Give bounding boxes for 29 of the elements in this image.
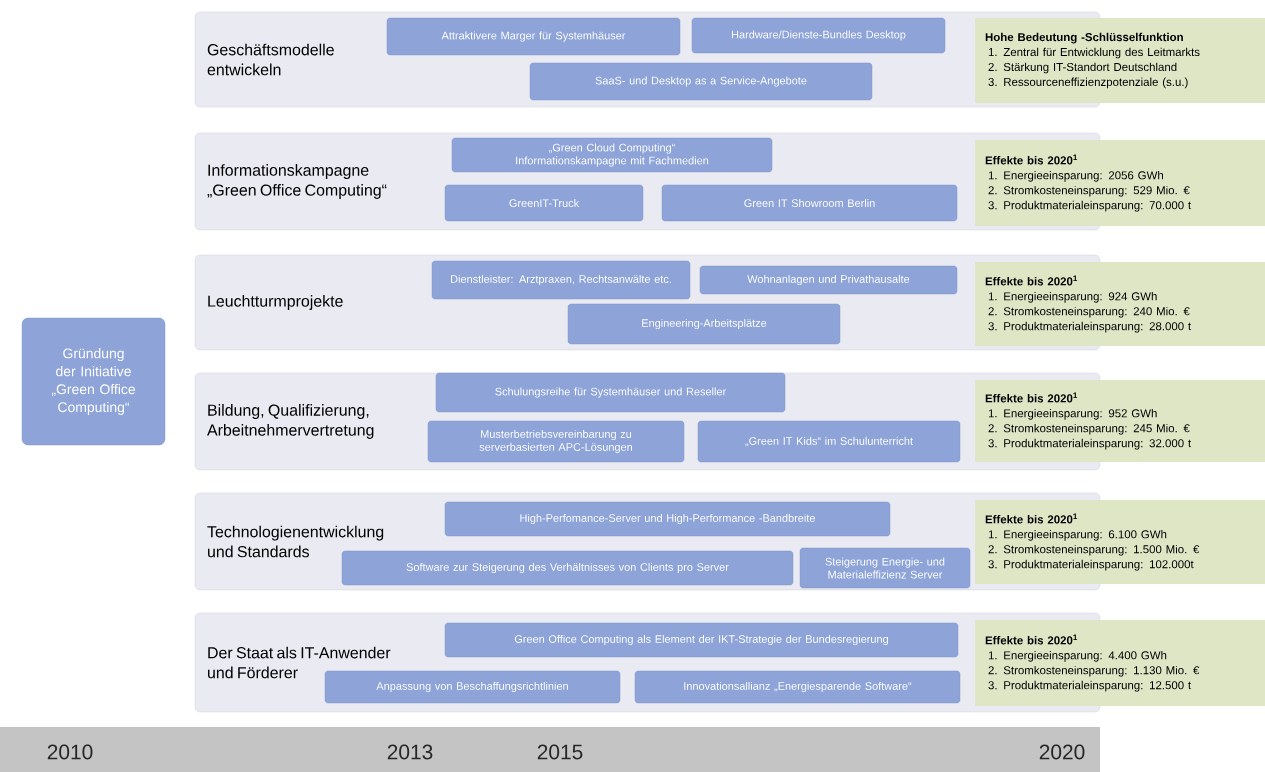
measure-box: GreenIT-Truck <box>444 184 644 222</box>
measure-box: Dienstleister: Arztpraxen, Rechtsanwälte etc. <box>431 260 691 300</box>
measure-box: Schulungsreihe für Systemhäuser und Reseller <box>435 372 786 413</box>
measure-box: Innovationsallianz „Energiesparende Software“ <box>634 670 961 704</box>
effects-box: Effekte bis 2020$^{1}$ 1. Energieeinsparung: 6.100 GWh 2. Stromkosteneinsparung: 1.500 Mio. € 3. Produktmaterialeinsparung: 102.000t <box>975 500 1265 584</box>
effects-box: Hohe Bedeutung -Schlüsselfunktion 1. Zentral für Entwicklung des Leitmarkts 2. Stärkung IT-Standort Deutschland 3. Ressourceneffizienzpotenziale (s.u.) <box>975 18 1265 103</box>
measure-box: Green IT Showroom Berlin <box>661 184 958 222</box>
effects-box: Effekte bis 2020$^{1}$ 1. Energieeinsparung: 924 GWh 2. Stromkosteneinsparung: 240 Mio. € 3. Produktmaterialeinsparung: 28.000 t <box>975 262 1265 346</box>
year-label: 2010 <box>47 744 93 760</box>
measure-box: Green Office Computing als Element der IKT-Strategie der Bundesregierung <box>444 622 959 658</box>
year-label: 2020 <box>1039 744 1085 760</box>
measure-box: „Green IT Kids“ im Schulunterricht <box>697 420 961 463</box>
effects-box: Effekte bis 2020$^{1}$ 1. Energieeinsparung: 4.400 GWh 2. Stromkosteneinsparung: 1.130 Mio. € 3. Produktmaterialeinsparung: 12.500 t <box>975 620 1265 706</box>
measure-box: Wohnanlagen und Privathausalte <box>699 265 958 295</box>
measure-box: Anpassung von Beschaffungsrichtlinien <box>324 670 621 704</box>
measure-box: Attraktivere Marger für Systemhäuser <box>386 17 681 56</box>
effects-box: Effekte bis 2020$^{1}$ 1. Energieeinsparung: 2056 GWh 2. Stromkosteneinsparung: 529 Mio. € 3. Produktmaterialeinsparung: 70.000 t <box>975 140 1265 226</box>
measure-box: „Green Cloud Computing“ Informationskampagne mit Fachmedien <box>451 137 773 173</box>
measure-box: High-Perfomance-Server und High-Performance -Bandbreite <box>444 501 891 537</box>
year-label: 2015 <box>537 744 583 760</box>
measure-box: Software zur Steigerung des Verhältnisses von Clients pro Server <box>341 550 794 586</box>
year-label: 2013 <box>387 744 433 760</box>
measure-box: Engineering-Arbeitsplätze <box>567 303 841 345</box>
measure-box: Steigerung Energie- und Materialeffizienz Server <box>799 547 971 589</box>
measure-box: SaaS- und Desktop as a Service-Angebote <box>529 62 873 101</box>
effects-box: Effekte bis 2020$^{1}$ 1. Energieeinsparung: 952 GWh 2. Stromkosteneinsparung: 245 Mio. € 3. Produktmaterialeinsparung: 32.000 t <box>975 380 1265 462</box>
initiative-box: Gründung der Initiative „Green Office Computing“ <box>21 317 166 446</box>
measure-box: Hardware/Dienste-Bundles Desktop <box>691 17 946 54</box>
measure-box: Musterbetriebsvereinbarung zu serverbasierten APC-Lösungen <box>427 420 685 463</box>
